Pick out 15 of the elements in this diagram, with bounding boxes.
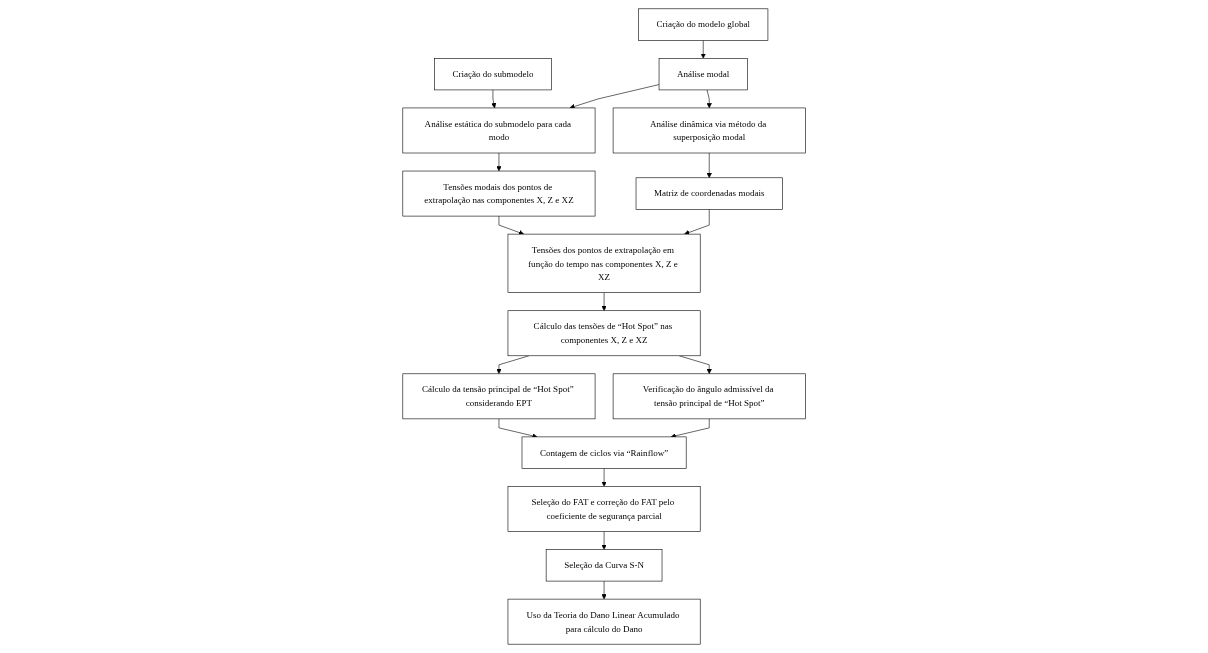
node-box: Seleção do FAT e correção do FAT pelo coeficiente de segurança parcial	[507, 486, 701, 532]
node-box: Análise modal	[658, 58, 748, 91]
node-box: Cálculo das tensões de “Hot Spot” nas componentes X, Z e XZ	[507, 310, 701, 357]
node-box: Seleção da Curva S-N	[545, 549, 663, 582]
node-box: Criação do submodelo	[433, 58, 552, 91]
node-box: Tensões modais dos pontos de extrapolação nas componentes X, Z e XZ	[402, 170, 596, 217]
node-box: Contagem de ciclos via “Rainflow”	[521, 436, 687, 469]
node-box: Análise dinâmica via método da superposição modal	[612, 107, 806, 154]
node-box: Análise estática do submodelo para cada modo	[402, 107, 596, 154]
node-box: Matriz de coordenadas modais	[635, 177, 783, 210]
node-box: Criação do modelo global	[638, 8, 769, 41]
node-box: Uso da Teoria do Dano Linear Acumulado para cálculo do Dano	[507, 598, 701, 645]
node-box: Verificação do ângulo admissível da tensão principal de “Hot Spot”	[612, 373, 806, 420]
node-box: Cálculo da tensão principal de “Hot Spot” considerando EPT	[402, 373, 596, 420]
node-box: Tensões dos pontos de extrapolação em função do tempo nas componentes X, Z e XZ	[507, 233, 701, 293]
